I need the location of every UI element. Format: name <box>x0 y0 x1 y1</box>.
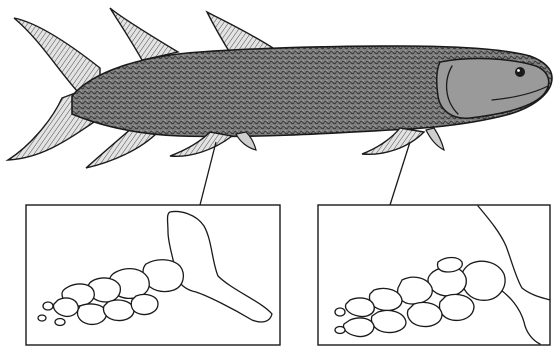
nodule-2 <box>55 319 65 326</box>
distal-nodule-2 <box>335 327 345 334</box>
dorsal-fin-1 <box>110 8 178 60</box>
mesomere-2 <box>408 302 443 326</box>
pectoral-fin-small <box>426 128 444 150</box>
distal-bone-3 <box>103 300 134 320</box>
nodule-3 <box>38 315 46 321</box>
inset-pelvic-fin-skeleton <box>26 205 280 345</box>
distal-bone-4 <box>131 294 158 314</box>
pectoral-fin <box>362 128 424 154</box>
radial-2 <box>372 310 407 332</box>
proximal-element <box>437 258 462 273</box>
nodule-1 <box>43 302 53 310</box>
distal-nodule-1 <box>335 308 345 316</box>
radial-4 <box>344 318 375 337</box>
ulna-bone <box>440 294 475 320</box>
eye <box>515 67 525 77</box>
mesomere-1 <box>398 277 433 304</box>
inset-pectoral-fin-skeleton <box>318 205 550 345</box>
leader-line-pectoral <box>390 142 410 205</box>
fish <box>8 8 552 168</box>
humerus-bone <box>461 261 505 300</box>
distal-bone-2 <box>77 304 106 324</box>
eye-highlight <box>517 69 520 72</box>
